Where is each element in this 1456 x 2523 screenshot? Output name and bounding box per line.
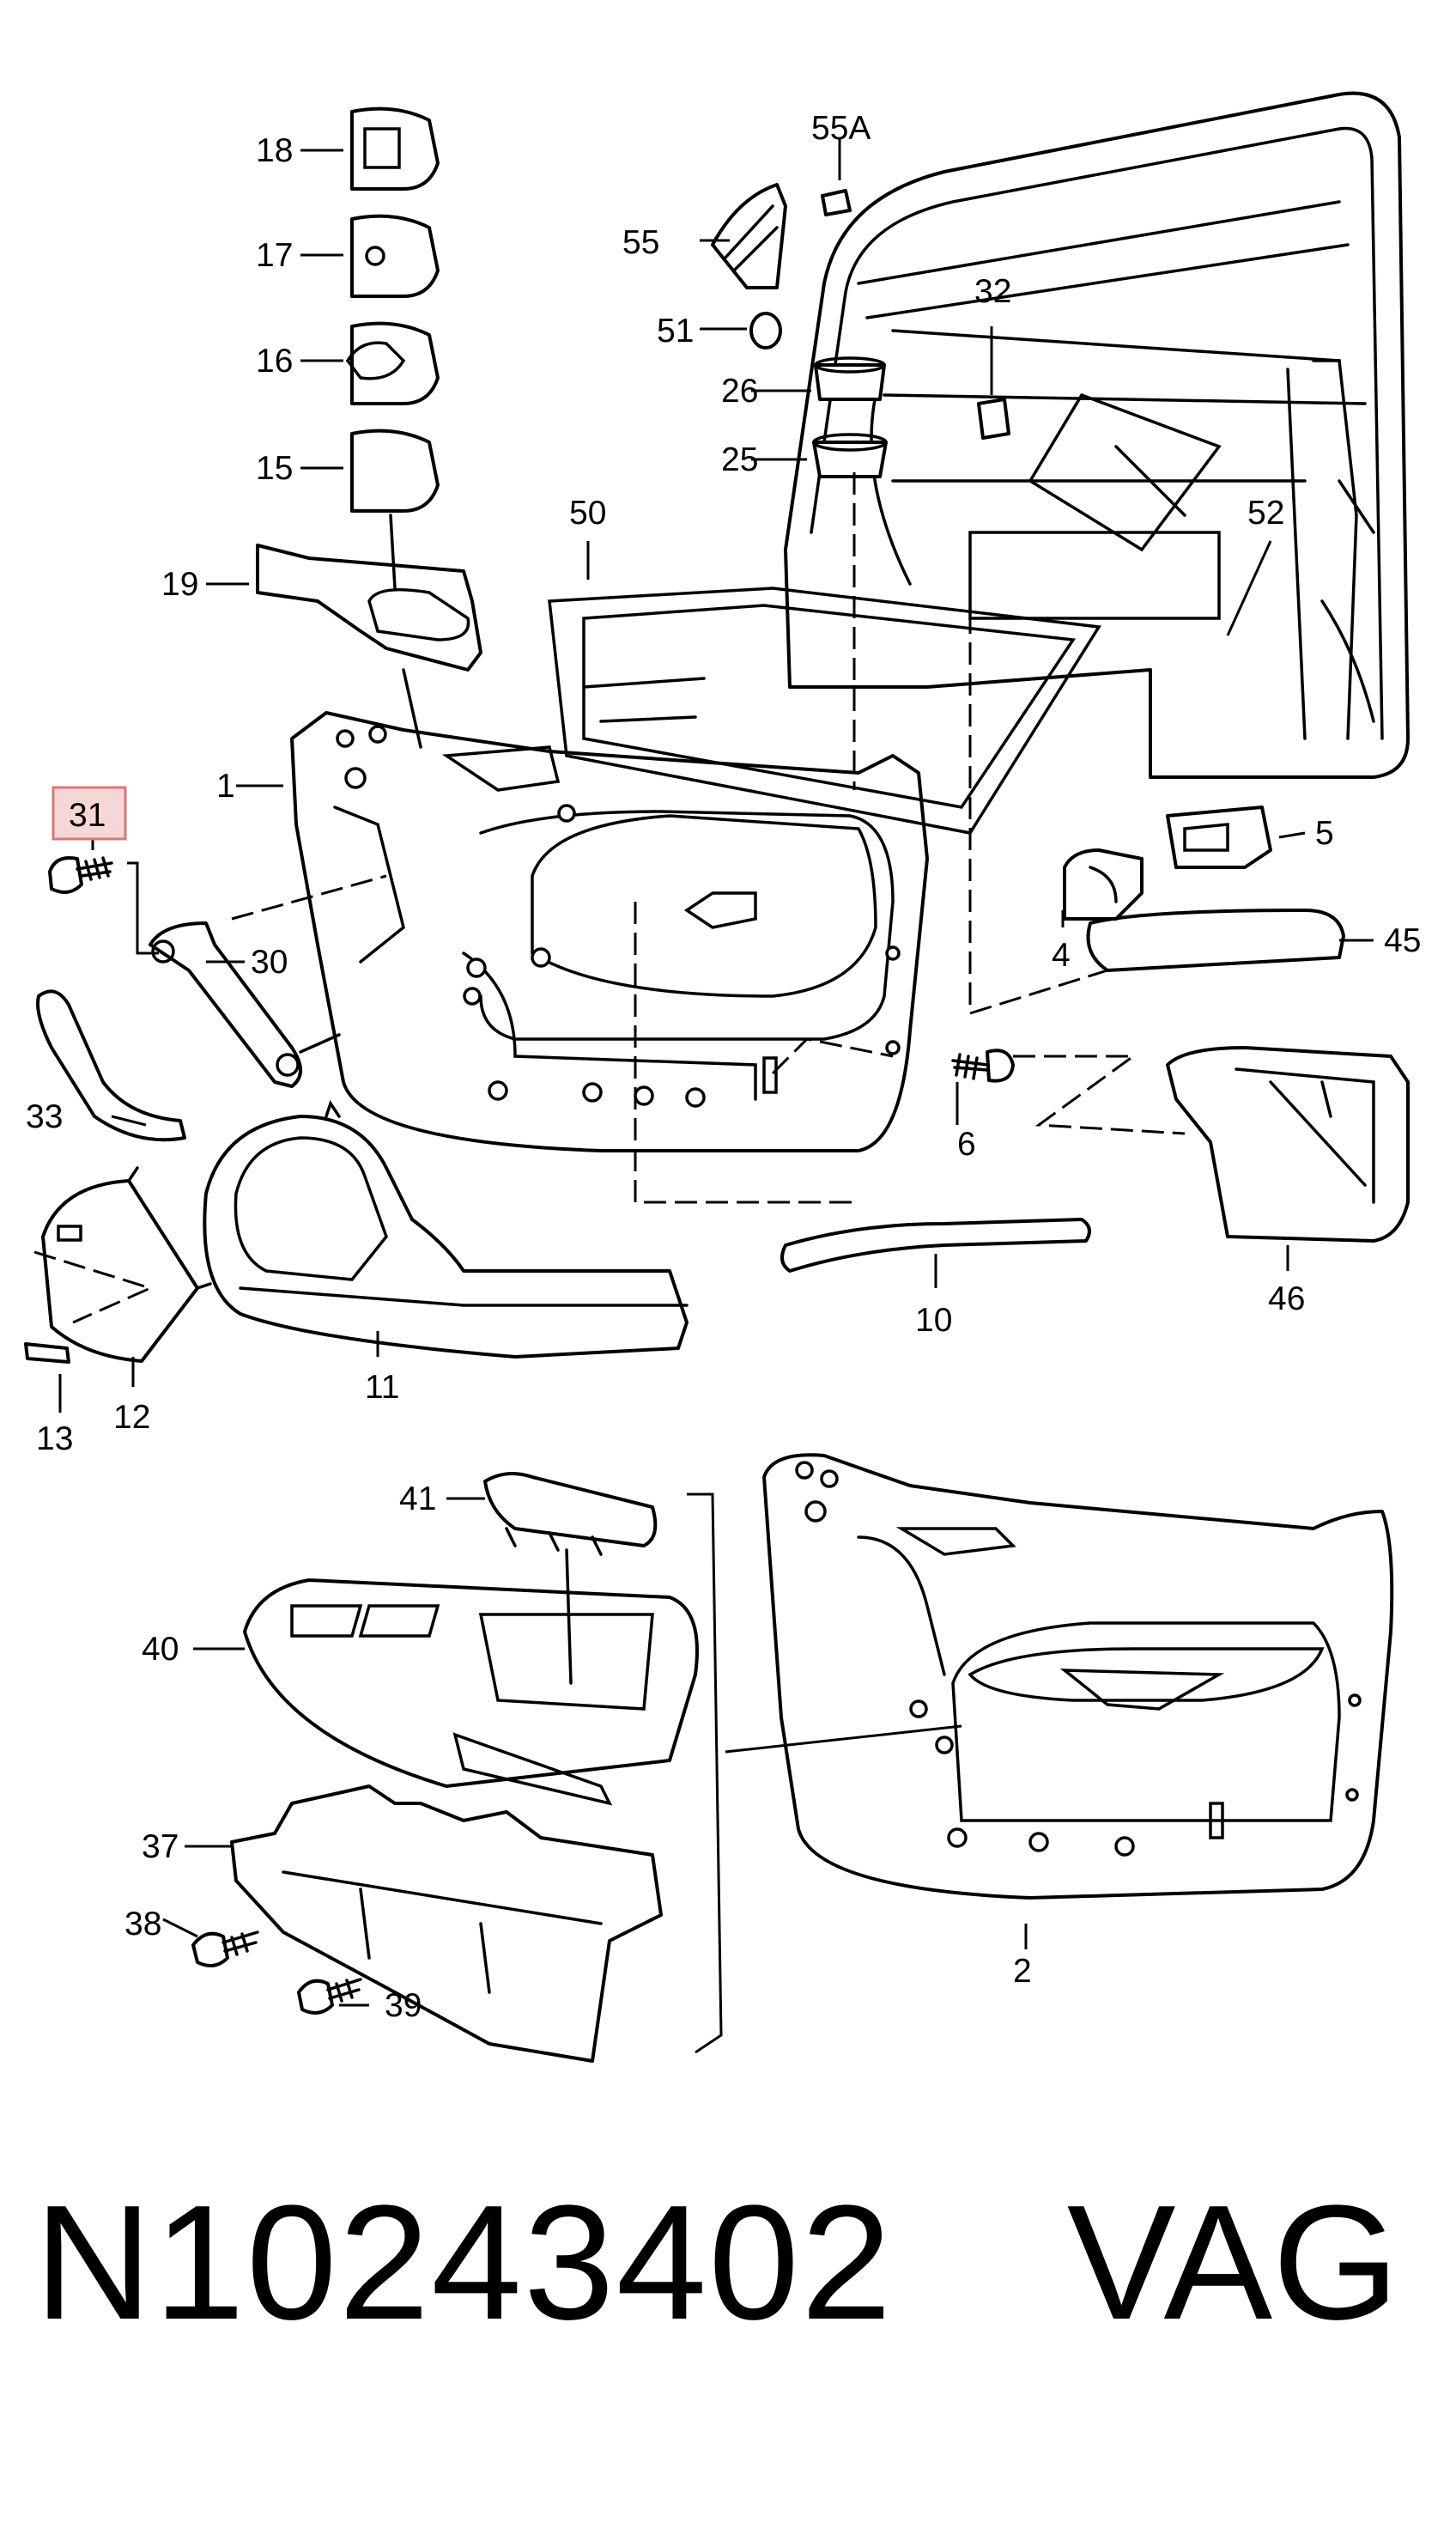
- screw-6: [951, 1049, 1015, 1083]
- callout-55[interactable]: 55: [622, 224, 659, 261]
- callout-12[interactable]: 12: [113, 1399, 150, 1436]
- callout-10[interactable]: 10: [915, 1302, 952, 1339]
- callout-19[interactable]: 19: [161, 566, 198, 603]
- callout-33[interactable]: 33: [26, 1098, 63, 1135]
- switch-cover-16: [345, 321, 440, 405]
- strip-10: [780, 1218, 1091, 1273]
- callout-1[interactable]: 1: [216, 768, 235, 805]
- trim-46: [1166, 1046, 1410, 1243]
- callout-31[interactable]: 31: [69, 797, 106, 834]
- callout-labels: 18 17 16 15 19 1 31 30 33 12 13 11 10 6 …: [26, 110, 1421, 2024]
- callout-38[interactable]: 38: [124, 1906, 161, 1942]
- switch-cover-17: [350, 214, 440, 298]
- nut-55a: [821, 189, 852, 216]
- door-panel-1: [290, 711, 929, 1152]
- cap-51: [749, 312, 782, 350]
- callout-55A[interactable]: 55A: [811, 110, 871, 147]
- callout-4[interactable]: 4: [1052, 937, 1071, 974]
- callout-45[interactable]: 45: [1384, 922, 1421, 959]
- callout-52[interactable]: 52: [1247, 495, 1284, 532]
- switch-cover-18: [350, 106, 440, 191]
- bracket-37: [230, 1784, 663, 2063]
- grip-33: [36, 989, 186, 1142]
- clip-25: [812, 433, 888, 478]
- armrest-11: [203, 1100, 689, 1359]
- assembly-lines: [231, 472, 1186, 2054]
- clip-26: [814, 356, 886, 401]
- clip-4: [1063, 848, 1144, 921]
- leader-lines: [58, 137, 1374, 2007]
- brand-name: VAG: [1066, 2172, 1399, 2354]
- screw-39: [297, 1978, 362, 2015]
- door-seal-50: [548, 587, 1101, 835]
- part-number: N10243402: [34, 2172, 894, 2354]
- callout-5[interactable]: 5: [1315, 815, 1334, 852]
- callout-11[interactable]: 11: [365, 1369, 400, 1406]
- callout-13[interactable]: 13: [36, 1420, 73, 1457]
- callout-6[interactable]: 6: [957, 1126, 976, 1163]
- callout-51[interactable]: 51: [657, 313, 694, 350]
- callout-31-highlight: [52, 786, 127, 841]
- footer: N10243402 VAG: [34, 2181, 1425, 2387]
- switch-bezel-40: [243, 1548, 699, 1806]
- callout-37[interactable]: 37: [142, 1828, 179, 1865]
- callout-25[interactable]: 25: [721, 441, 758, 478]
- callout-26[interactable]: 26: [721, 373, 758, 410]
- callout-30[interactable]: 30: [251, 944, 288, 981]
- callout-40[interactable]: 40: [142, 1631, 179, 1668]
- callout-15[interactable]: 15: [256, 450, 293, 487]
- tweeter-55: [711, 183, 787, 289]
- door-frame: [784, 91, 1410, 779]
- callout-16[interactable]: 16: [256, 343, 293, 380]
- switch-cover-15: [350, 429, 440, 513]
- callout-39[interactable]: 39: [385, 1987, 422, 2024]
- trim-19: [256, 514, 482, 749]
- door-panel-2: [762, 1453, 1394, 1900]
- cover-12: [33, 1166, 212, 1363]
- callout-46[interactable]: 46: [1268, 1280, 1305, 1317]
- grip-30: [149, 921, 341, 1088]
- screw-38: [191, 1930, 259, 1967]
- clip-32: [977, 398, 1010, 440]
- callout-18[interactable]: 18: [256, 132, 293, 169]
- clip-5: [1166, 806, 1272, 869]
- trim-45: [1086, 909, 1345, 972]
- screw-31: [48, 856, 113, 894]
- callout-17[interactable]: 17: [256, 237, 293, 274]
- callout-50[interactable]: 50: [569, 495, 606, 532]
- clip-13: [24, 1342, 70, 1364]
- callout-41[interactable]: 41: [399, 1480, 436, 1517]
- callout-2[interactable]: 2: [1013, 1953, 1032, 1990]
- callout-32[interactable]: 32: [974, 273, 1011, 310]
- switch-trim-41: [483, 1472, 658, 1556]
